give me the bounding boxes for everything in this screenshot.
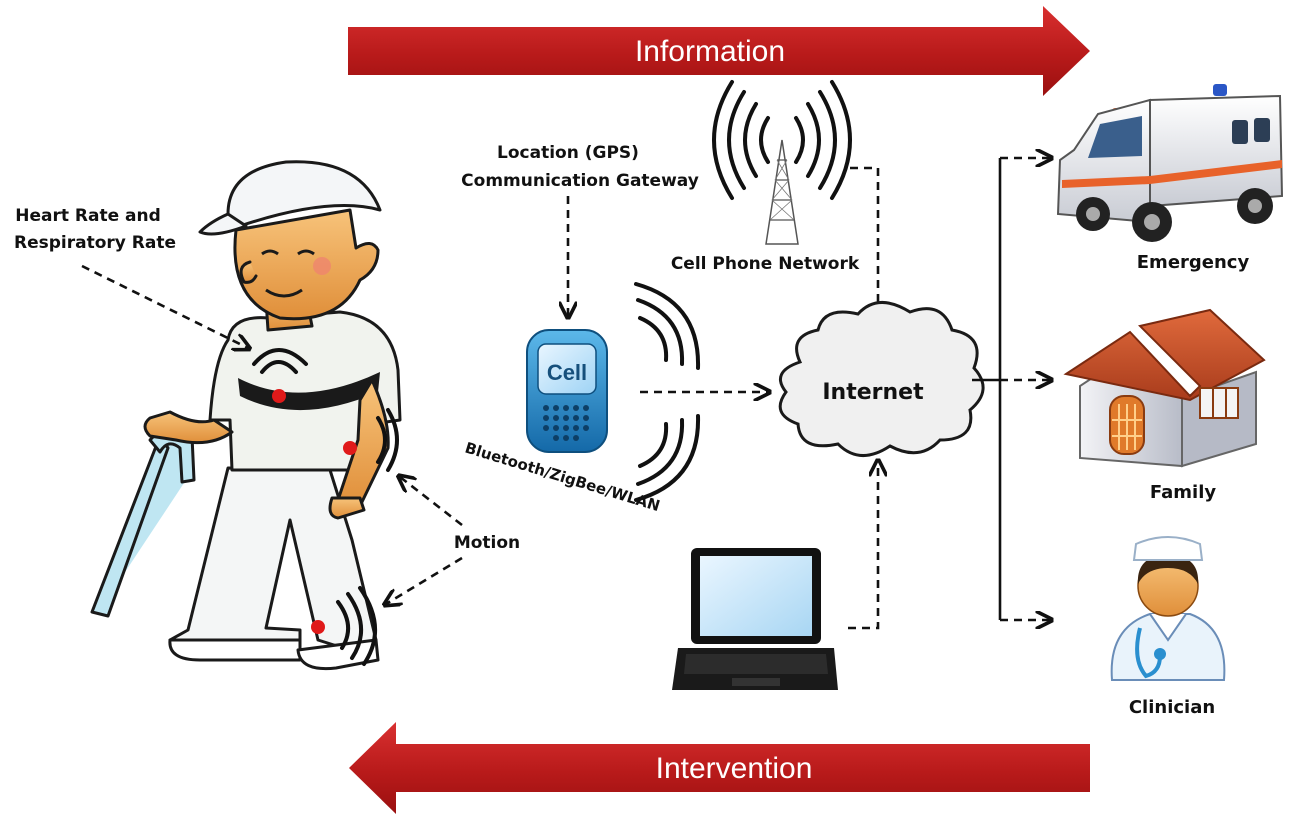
cell-tower-icon bbox=[712, 80, 852, 245]
location-label-line2: Communication Gateway bbox=[461, 171, 699, 191]
motion-arrow-wrist bbox=[400, 477, 463, 527]
laptop-icon bbox=[672, 548, 838, 690]
chest-sensor bbox=[272, 389, 286, 403]
internet-cloud-icon bbox=[778, 301, 985, 457]
heart-rate-label-line1: Heart Rate and bbox=[15, 206, 161, 226]
ankle-sensor bbox=[311, 620, 325, 634]
wrist-sensor bbox=[343, 441, 357, 455]
phone-screen-text: Cell bbox=[547, 360, 587, 385]
information-label: Information bbox=[635, 35, 785, 68]
house-icon bbox=[1063, 308, 1266, 468]
tower-to-internet-arrow bbox=[850, 166, 878, 330]
phone-signal-upper bbox=[634, 282, 701, 370]
intervention-label: Intervention bbox=[656, 752, 813, 785]
clinician-icon bbox=[1110, 536, 1226, 681]
internet-label: Internet bbox=[822, 380, 924, 405]
cell-phone-icon: Cell bbox=[526, 329, 608, 453]
intervention-banner: Intervention bbox=[349, 722, 1090, 814]
laptop-to-internet-arrow bbox=[848, 462, 878, 630]
information-banner: Information bbox=[348, 6, 1090, 96]
heart-rate-arrow bbox=[81, 264, 248, 348]
phone-signal-lower bbox=[634, 414, 701, 502]
motion-label: Motion bbox=[454, 533, 520, 553]
heart-rate-label-line2: Respiratory Rate bbox=[14, 233, 176, 253]
family-label: Family bbox=[1150, 482, 1216, 503]
location-label-line1: Location (GPS) bbox=[497, 143, 639, 163]
ambulance-icon bbox=[1056, 84, 1284, 242]
patient-figure bbox=[90, 160, 402, 671]
motion-arrow-ankle bbox=[386, 556, 463, 604]
cell-network-label: Cell Phone Network bbox=[671, 254, 860, 274]
emergency-label: Emergency bbox=[1137, 252, 1250, 273]
clinician-label: Clinician bbox=[1129, 697, 1215, 718]
